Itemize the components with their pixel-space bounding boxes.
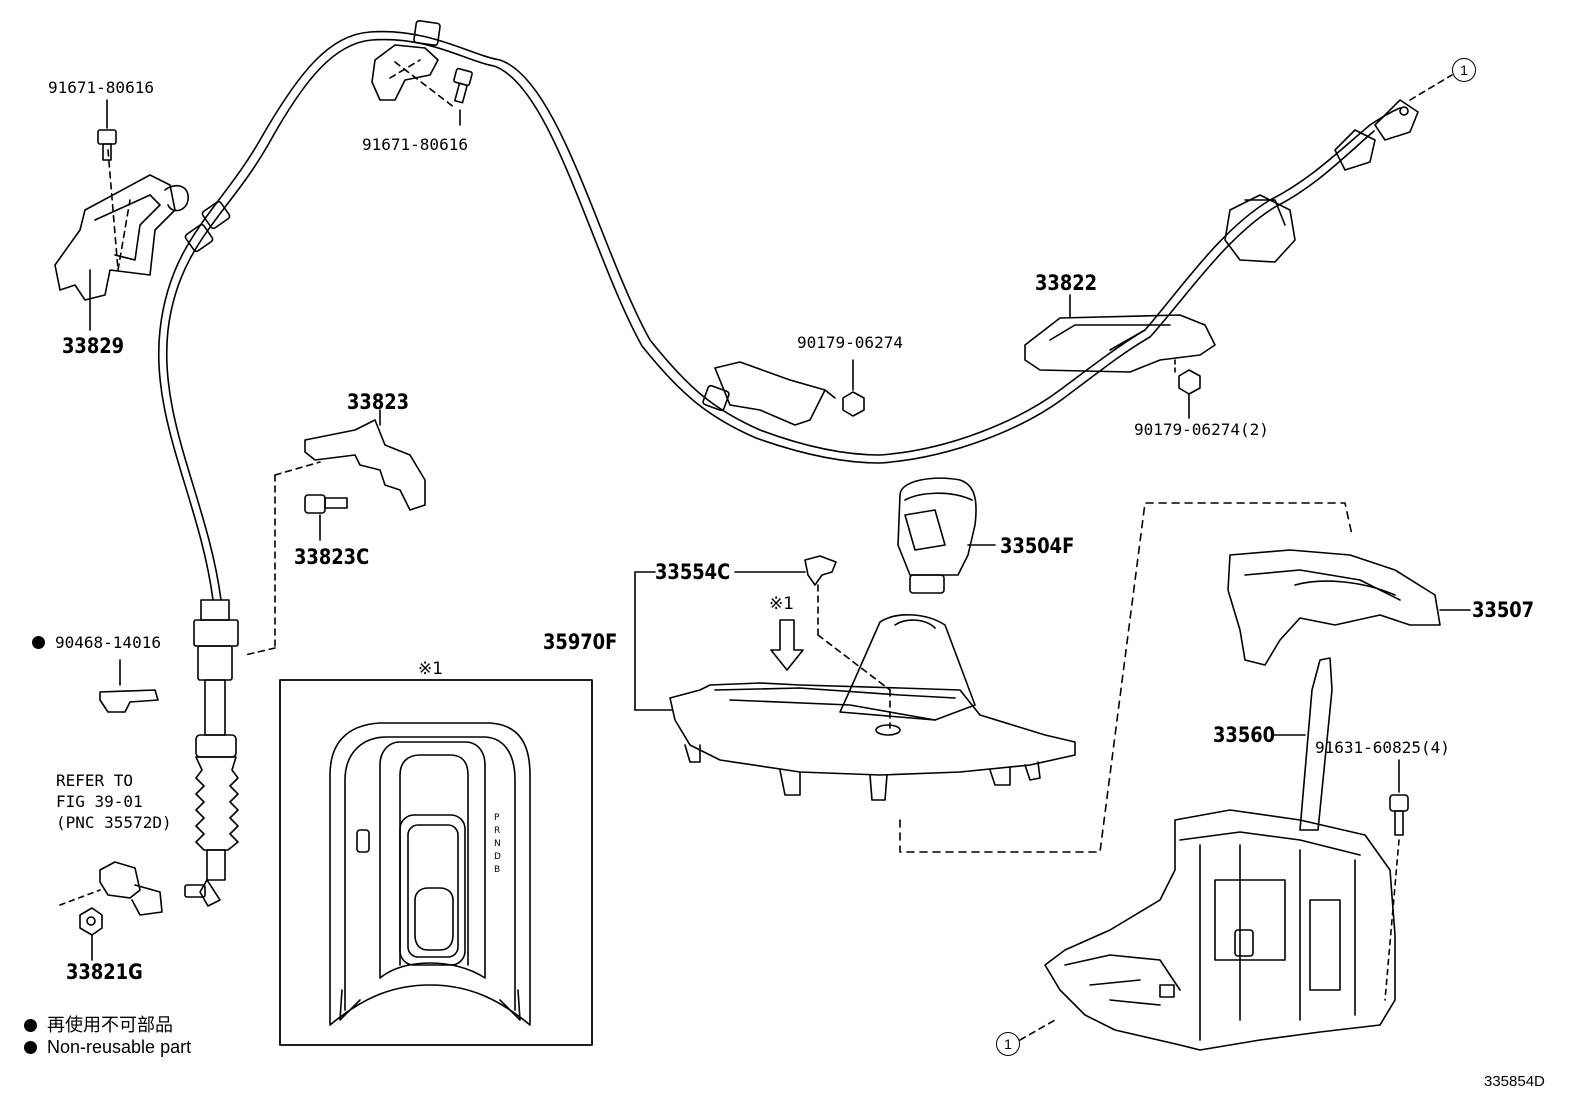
label-33560: 33560	[1213, 723, 1276, 747]
legend-en: Non-reusable part	[24, 1037, 191, 1058]
refer-note-line2: FIG 39-01	[56, 792, 143, 811]
label-33823: 33823	[347, 390, 410, 414]
bolt-91671-left	[97, 99, 117, 161]
refer-note: REFER TO FIG 39-01 (PNC 35572D)	[56, 770, 172, 833]
label-91631: 91631-60825(4)	[1315, 738, 1450, 757]
label-35970F: 35970F	[543, 630, 618, 654]
label-33821G: 33821G	[66, 960, 143, 984]
bracket-33822	[1024, 294, 1216, 377]
nut-33821G	[79, 907, 103, 961]
legend-dot-en	[24, 1041, 37, 1054]
refer-note-line3: (PNC 35572D)	[56, 813, 172, 832]
legend-en-text: Non-reusable part	[47, 1037, 192, 1057]
legend-jp-text: 再使用不可部品	[47, 1015, 173, 1035]
connection-marker-bottom: 1	[996, 1032, 1020, 1056]
inset-marker-star: ※1	[418, 659, 444, 679]
nut-90179-b	[1178, 369, 1201, 419]
label-33504F: 33504F	[1000, 534, 1075, 558]
clip-33554C	[734, 555, 891, 729]
label-33823C: 33823C	[294, 545, 370, 569]
shift-knob-33504F	[897, 477, 996, 594]
label-90179-b: 90179-06274(2)	[1134, 420, 1269, 439]
connection-marker-top: 1	[1452, 58, 1476, 82]
legend-dot-jp	[24, 1019, 37, 1032]
cable-clamp-upper	[371, 44, 456, 109]
gear-indicator-letters: P R N D B	[494, 813, 501, 875]
note-marker-star: ※1	[769, 594, 795, 614]
inset-console-outer	[329, 722, 531, 1026]
bracket-33823	[244, 409, 426, 656]
refer-note-line1: REFER TO	[56, 771, 134, 790]
label-33507: 33507	[1472, 598, 1535, 622]
label-90468: 90468-14016	[32, 633, 161, 652]
bracket-33829	[54, 149, 189, 331]
legend-jp: 再使用不可部品	[24, 1011, 173, 1037]
label-33829: 33829	[62, 334, 125, 358]
cable-end-assembly	[184, 599, 239, 907]
shift-lever-33560	[1271, 657, 1333, 831]
bolt-91671-top	[453, 67, 473, 126]
shifter-base-assembly	[1019, 809, 1396, 1051]
clip-90468	[99, 659, 159, 713]
label-33554C: 33554C	[655, 560, 731, 584]
console-panel-35970F	[634, 571, 1076, 801]
label-91671-top: 91671-80616	[362, 135, 468, 154]
label-91671-left: 91671-80616	[48, 78, 154, 97]
figure-reference: 335854D	[1484, 1073, 1545, 1090]
cover-33507	[1227, 549, 1471, 666]
bolt-33823C	[304, 494, 348, 541]
bolt-91631	[1384, 759, 1409, 1001]
non-reusable-dot	[32, 636, 45, 649]
inset-box	[279, 679, 593, 1046]
cable-clamp-middle	[714, 361, 836, 426]
label-90179-a: 90179-06274	[797, 333, 903, 352]
refer-block	[59, 861, 163, 916]
shift-cable	[158, 30, 1401, 601]
view-arrow	[770, 619, 804, 671]
label-90468-text: 90468-14016	[55, 633, 161, 652]
nut-90179-a	[842, 359, 865, 417]
cable-grommets	[184, 20, 730, 412]
cable-end-upper-right	[1224, 74, 1453, 263]
label-33822: 33822	[1035, 271, 1098, 295]
dashed-link	[899, 502, 1353, 853]
